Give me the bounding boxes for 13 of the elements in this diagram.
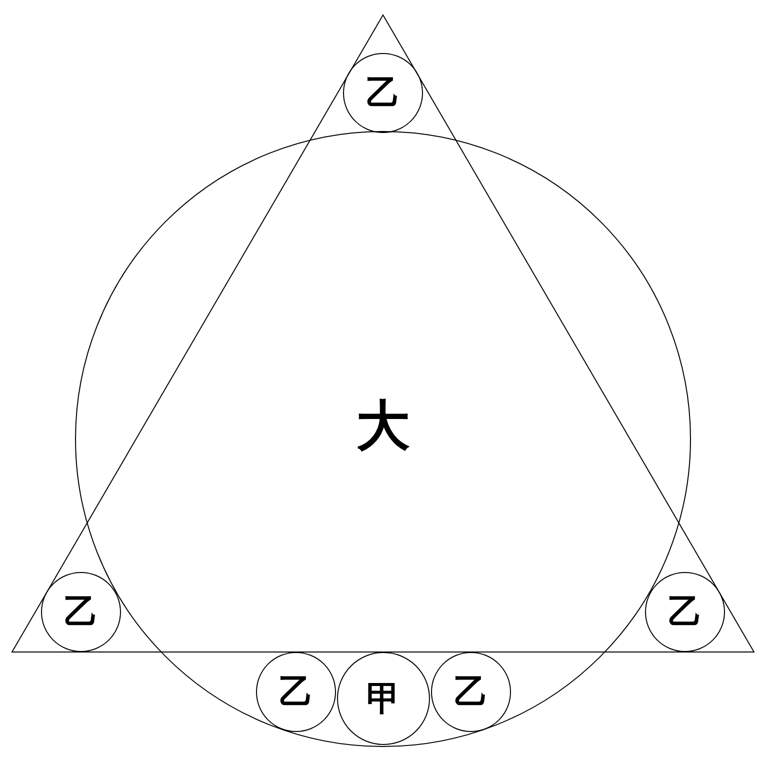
circle-label: 乙 xyxy=(454,675,488,709)
circle-label: 乙 xyxy=(64,595,98,629)
circle-label: 乙 xyxy=(279,675,313,709)
circle-label: 乙 xyxy=(668,595,702,629)
circle-label: 甲 xyxy=(366,682,400,716)
circle-label: 大 xyxy=(356,398,410,452)
small-circle xyxy=(343,53,423,133)
medium-circle xyxy=(337,652,430,745)
small-circle xyxy=(431,652,511,732)
small-circle xyxy=(256,652,336,732)
small-circle xyxy=(645,572,725,652)
small-circle xyxy=(41,572,121,652)
circle-label: 乙 xyxy=(366,76,400,110)
